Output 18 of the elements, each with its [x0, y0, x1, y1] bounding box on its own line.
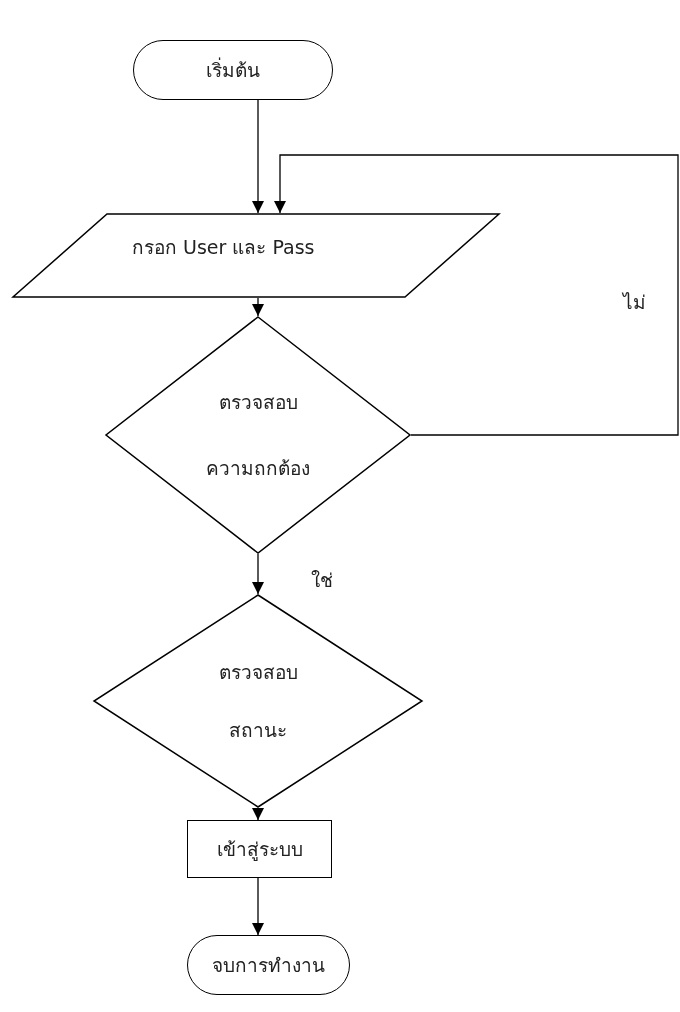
node-text: ตรวจสอบ [218, 660, 298, 685]
decision-diamond [93, 594, 423, 808]
arrow [252, 877, 264, 936]
decision-diamond [105, 316, 411, 554]
node-text: จบการทำงาน [212, 953, 325, 978]
node-text: สถานะ [229, 718, 287, 743]
arrow [252, 99, 264, 214]
node-text: เริ่มต้น [206, 56, 260, 83]
node-text: กรอก User และ Pass [132, 234, 315, 260]
arrow [252, 297, 264, 317]
arrow [252, 553, 264, 595]
process-box [187, 820, 332, 878]
arrow [252, 807, 264, 821]
node-text: เข้าสู่ระบบ [216, 837, 303, 863]
node-text: ความถกต้อง [206, 456, 310, 481]
node-text: ตรวจสอบ [218, 390, 298, 415]
arrow [274, 154, 679, 436]
input-parallelogram [12, 213, 500, 298]
